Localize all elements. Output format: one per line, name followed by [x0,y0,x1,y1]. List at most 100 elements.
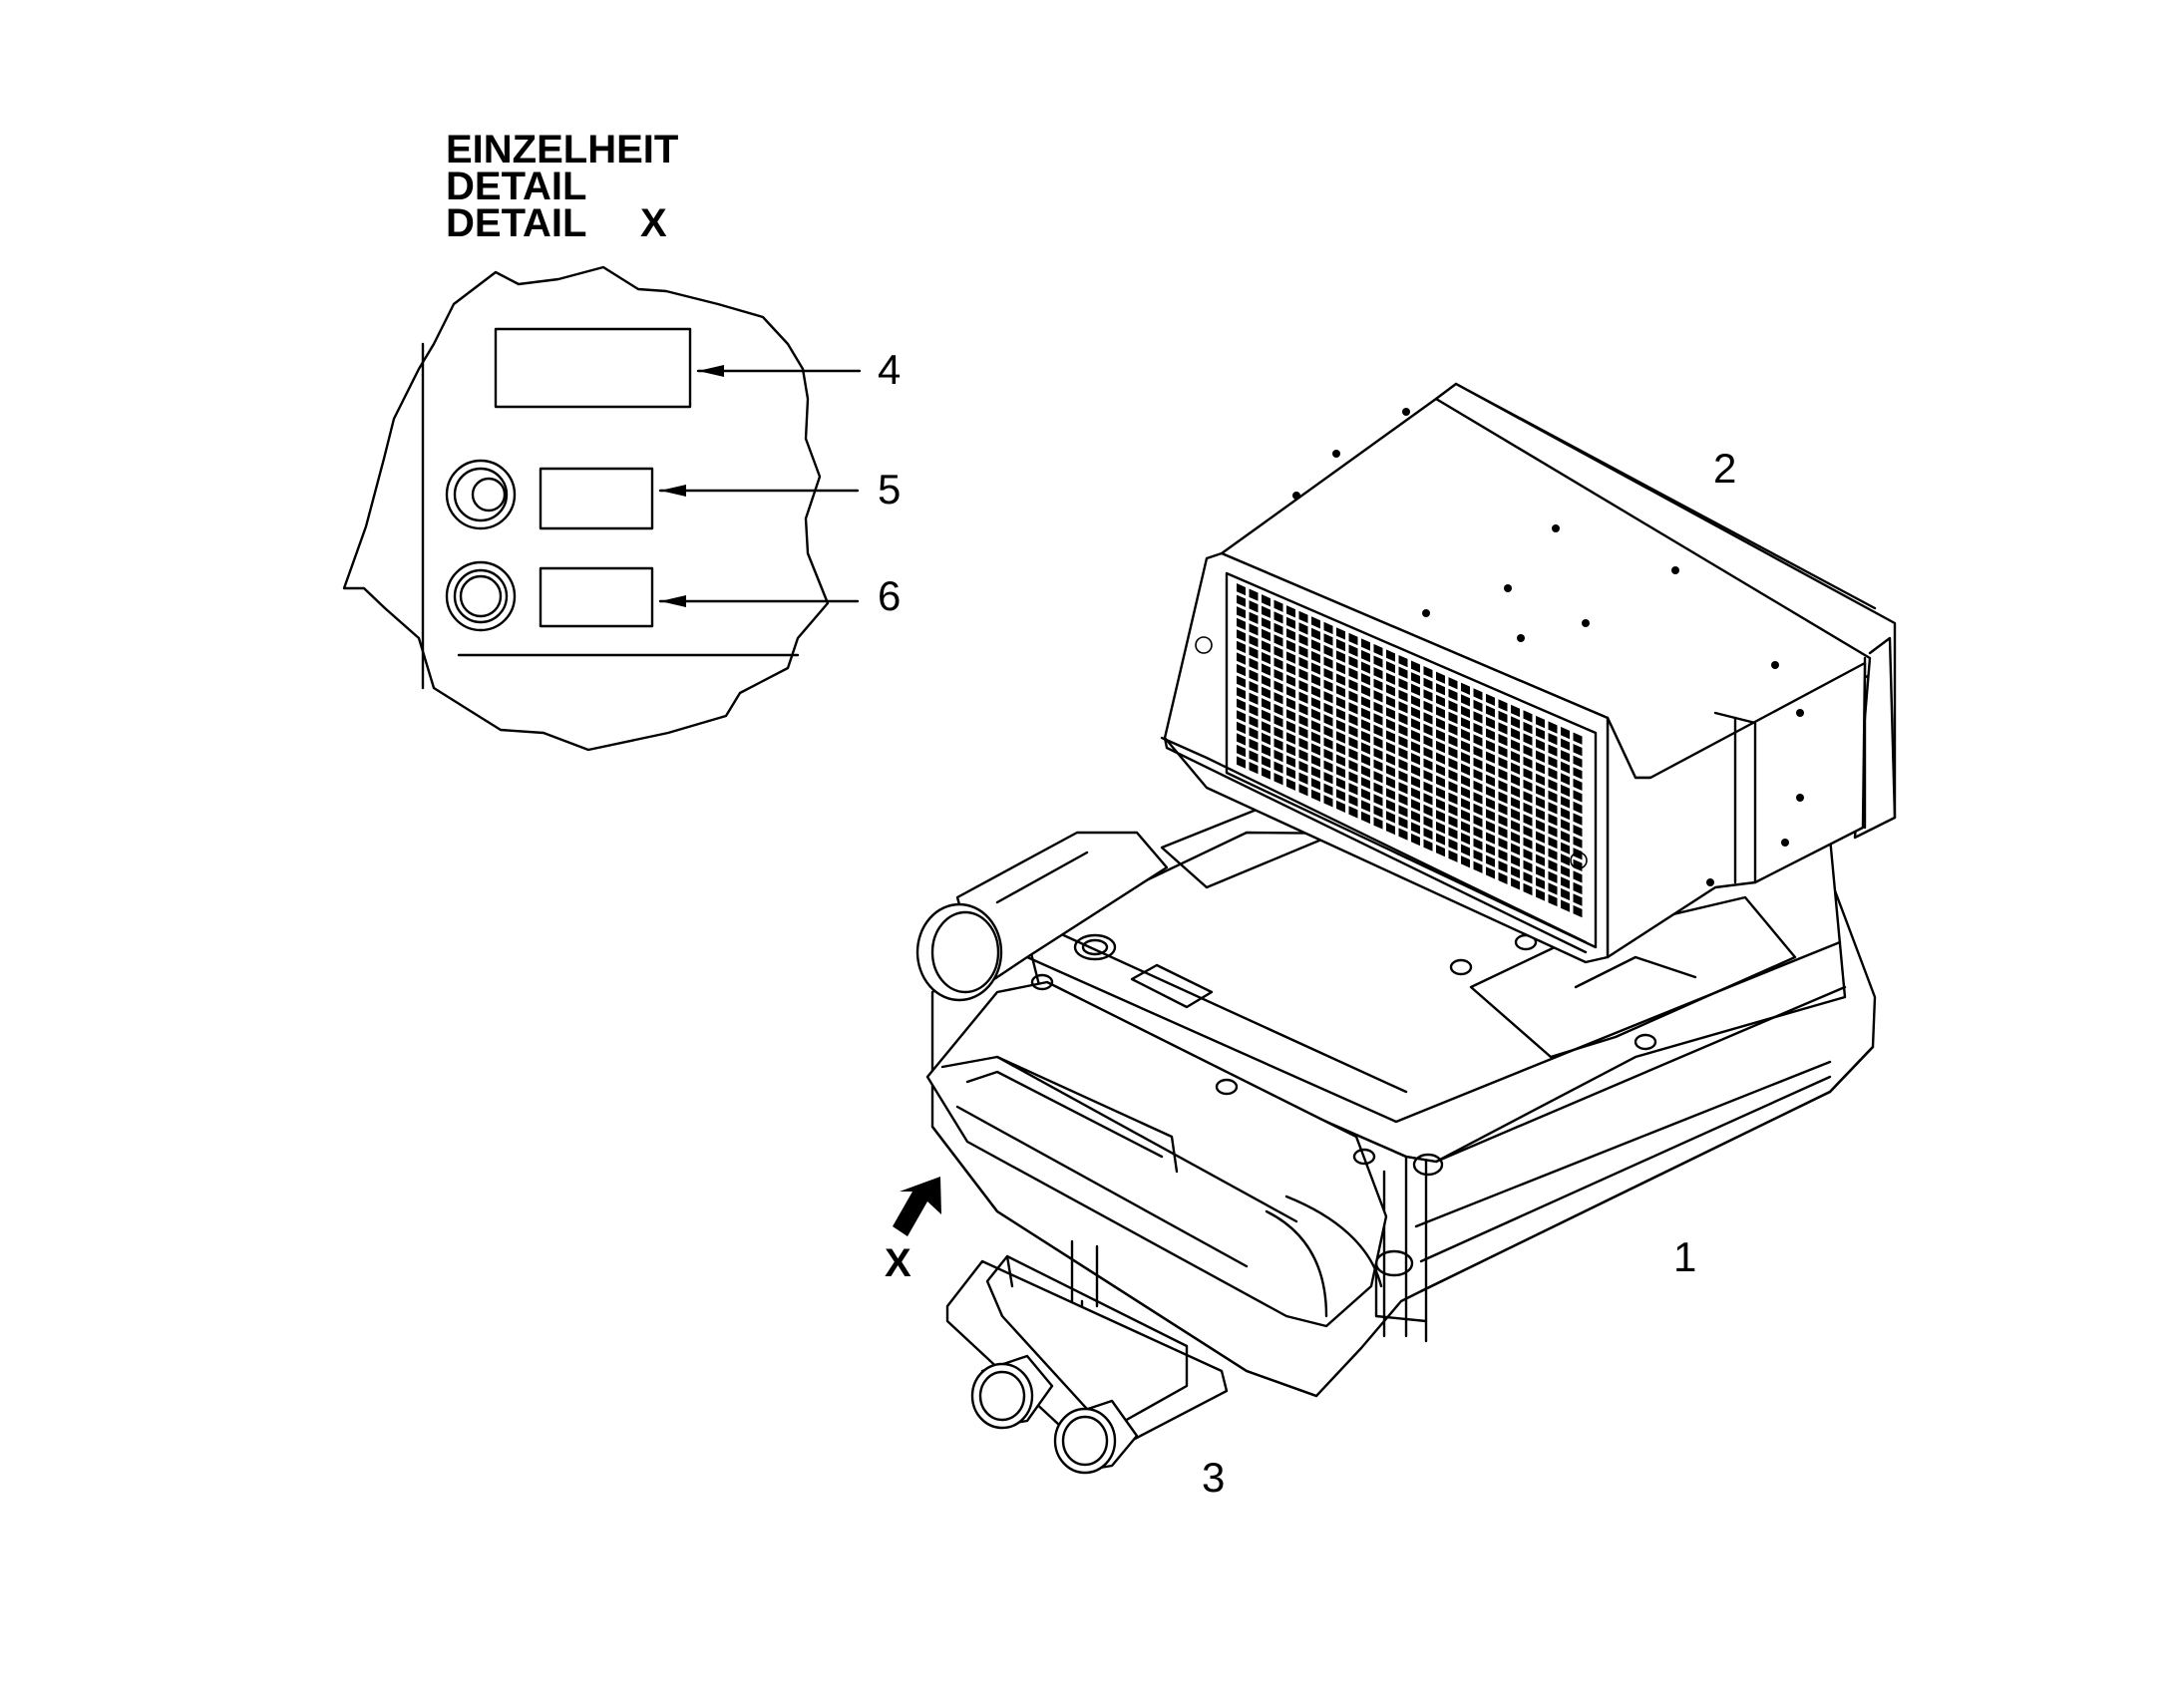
grille-cell [1273,692,1283,705]
grille-cell [1386,661,1395,674]
grille-cell [1373,805,1383,819]
grille-cell [1262,709,1271,722]
callout-3: 3 [1202,1454,1225,1501]
grille-cell [1548,790,1558,804]
grille-cell [1461,786,1470,799]
grille-cell [1298,714,1308,728]
grille-cell [1398,747,1408,760]
grille-cell [1361,638,1370,651]
grille-cell [1311,731,1320,745]
grille-cell [1411,776,1420,789]
grille-cell [1398,724,1408,737]
grille-cell [1348,806,1358,819]
grille-cell [1448,688,1458,701]
grille-cell [1249,750,1259,763]
grille-cell [1311,778,1320,791]
grille-cell [1373,771,1383,784]
grille-cell [1336,742,1345,756]
grille-cell [1548,837,1558,850]
grille-cell [1411,660,1420,673]
grille-cell [1298,761,1308,774]
grille-cell [1461,821,1470,834]
label-plate-5 [539,467,654,530]
grille-cell [1398,735,1408,749]
grille-cell [1361,719,1370,732]
grille-cell [1448,781,1458,794]
grille-cell [1411,718,1420,731]
grille-cell [1249,762,1259,775]
grille-cell [1411,672,1420,685]
grille-cell [1237,744,1246,758]
grille-cell [1448,804,1458,817]
callout-1: 1 [1673,1233,1696,1280]
grille-cell [1536,808,1545,821]
grille-cell [1548,767,1558,780]
grille-cell [1298,656,1308,670]
grille-cell [1511,797,1520,810]
grille-cell [1536,831,1545,844]
grille-cell [1311,743,1320,756]
grille-cell [1423,770,1433,783]
grille-cell [1436,683,1445,696]
grille-cell [1573,767,1583,780]
grille-cell [1262,732,1271,746]
grille-cell [1561,738,1570,751]
grille-cell [1536,762,1545,775]
grille-cell [1273,645,1283,659]
callout-4: 4 [878,346,901,393]
grille-cell [1348,736,1358,750]
grille-cell [1498,722,1508,735]
grille-cell [1523,791,1533,804]
grille-cell [1311,708,1320,721]
grille-cell [1336,627,1345,640]
leader-4 [696,365,862,377]
connector-5-icon [445,459,517,530]
grille-cell [1523,871,1533,884]
grille-cell [1486,820,1495,834]
left-outlet-pipe [915,831,1169,1002]
grille-cell [1273,669,1283,682]
grille-cell [1273,657,1283,670]
grille-cell [1548,733,1558,746]
grille-cell [1273,715,1283,728]
grille-cell [1273,749,1283,763]
grille-cell [1436,845,1445,857]
grille-cell [1573,744,1583,757]
grille-cell [1273,761,1283,774]
grille-cell [1398,666,1408,679]
grille-cell [1436,775,1445,788]
grille-cell [1311,766,1320,779]
grille-cell [1286,686,1295,699]
grille-cell [1262,721,1271,734]
grille-cell [1311,685,1320,698]
grille-cell [1237,663,1246,677]
grille-cell [1498,768,1508,781]
grille-cell [1249,600,1259,613]
detail-x-view [342,265,862,752]
grille-cell [1398,712,1408,726]
grille-cell [1486,854,1495,867]
grille-cell [1486,763,1495,776]
grille-cell [1423,712,1433,725]
grille-cell [1286,720,1295,734]
grille-cell [1386,822,1395,836]
callout-6: 6 [878,572,901,619]
grille-cell [1398,701,1408,714]
grille-cell [1348,748,1358,761]
grille-cell [1361,730,1370,744]
grille-cell [1461,763,1470,776]
grille-cell [1323,783,1333,796]
grille-cell [1348,690,1358,703]
grille-cell [1386,799,1395,813]
grille-cell [1323,702,1333,715]
grille-cell [1411,753,1420,766]
grille-cell [1249,692,1259,705]
grille-cell [1361,788,1370,801]
grille-cell [1237,687,1246,700]
grille-cell [1511,751,1520,764]
grille-cell [1311,639,1320,652]
grille-cell [1548,870,1558,883]
grille-cell [1273,622,1283,635]
grille-cell [1373,643,1383,657]
grille-cell [1336,789,1345,802]
